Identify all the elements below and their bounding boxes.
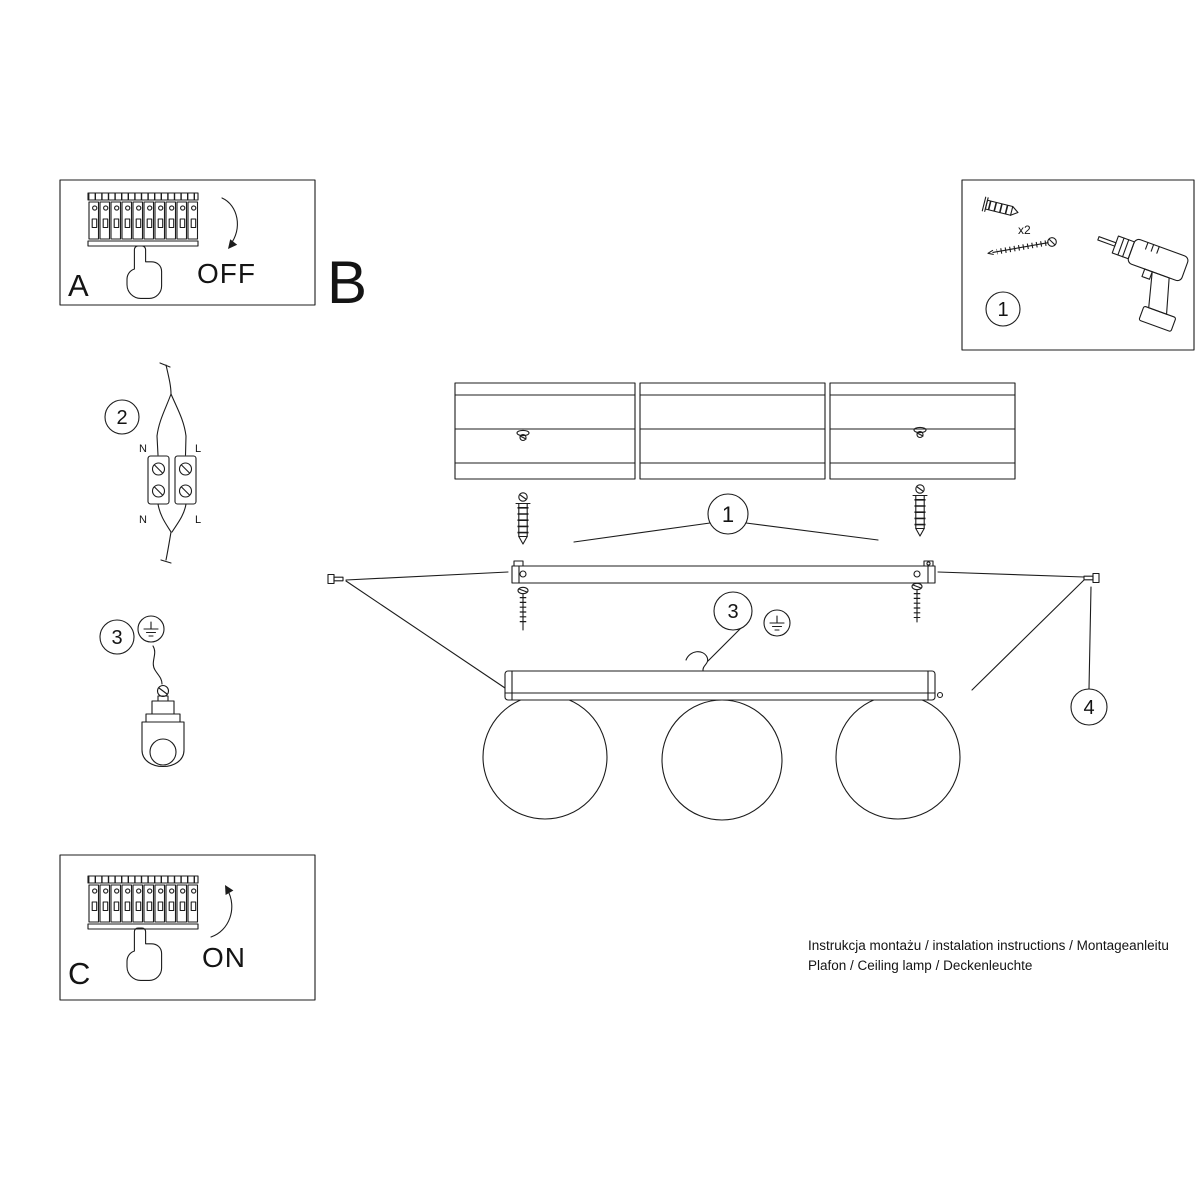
pointing-hand-icon-c [126, 927, 163, 981]
lamp-body [504, 670, 944, 701]
bracket-screw-left [517, 586, 529, 631]
side-bolt-right [1083, 572, 1100, 584]
power-on-label: ON [202, 942, 246, 973]
lamp-globe-2 [661, 699, 783, 821]
wiring-step: 2 N L N L [104, 362, 201, 564]
footer: Instrukcja montażu / instalation instruc… [808, 938, 1169, 973]
callout-3-pointer [707, 627, 742, 662]
panel-hole-right [913, 426, 927, 439]
pointing-hand-icon [126, 245, 163, 299]
panel-a-border [59, 179, 316, 306]
wire-merge-illustration [157, 503, 187, 564]
side-bolt-right-line-upper [937, 571, 1085, 578]
breaker-panel-illustration [88, 193, 198, 246]
callout-2-circle [104, 399, 140, 435]
callout-1-pointer-right [745, 522, 879, 541]
earth-symbol-main-icon [763, 609, 791, 637]
panel-c-label: C [68, 956, 90, 991]
panel-c-box: C ON [59, 854, 316, 1001]
callout-3-circle [99, 619, 135, 655]
panel-hole-left [516, 429, 530, 442]
off-arrow-icon [221, 197, 238, 246]
breaker-panel-illustration-c [88, 876, 198, 929]
ground-step: 3 [99, 615, 185, 768]
bracket-screw-right [911, 582, 923, 623]
wire-label-n-bottom: N [139, 514, 147, 526]
section-b-label: B [327, 249, 367, 316]
callout-1-label: 1 [722, 502, 734, 527]
callout-1-tools-label: 1 [997, 299, 1008, 321]
side-bolt-right-line-lower [971, 579, 1085, 691]
ground-wire-main [685, 651, 709, 672]
wire-split-illustration [156, 362, 187, 456]
panel-a-box: A OFF [59, 179, 316, 306]
callout-2-label: 2 [116, 407, 127, 429]
tools-box: x2 1 [961, 179, 1195, 351]
side-bolt-left-line-upper [345, 571, 509, 581]
wall-anchor-left [515, 492, 531, 545]
callout-3-label: 3 [111, 627, 122, 649]
screw-icon [987, 237, 1057, 255]
callout-4-pointer [1088, 586, 1092, 690]
wire-label-n-top: N [139, 443, 147, 455]
panel-a-label: A [68, 268, 89, 303]
drill-icon [1097, 235, 1189, 332]
wall-plug-icon [981, 196, 1019, 216]
footer-line-2: Plafon / Ceiling lamp / Deckenleuchte [808, 958, 1032, 973]
terminal-block-illustration [147, 455, 197, 505]
wire-label-l-bottom: L [195, 514, 201, 526]
lamp-globe-1 [482, 694, 608, 820]
side-bolt-left-line-lower [345, 580, 506, 689]
side-bolt-left [327, 573, 344, 585]
assembly-diagram: 1 [327, 382, 1108, 821]
on-arrow-icon [210, 888, 233, 938]
callout-1-tools-circle [985, 291, 1021, 327]
wall-anchor-right [912, 484, 928, 537]
wire-label-l-top: L [195, 443, 201, 455]
ceiling-panel [454, 382, 1016, 480]
mounting-bracket [511, 560, 936, 584]
ground-clamp-illustration [141, 684, 185, 768]
power-off-label: OFF [197, 258, 256, 289]
on-arrow-head [225, 885, 234, 895]
callout-4-label: 4 [1083, 697, 1094, 719]
callout-4-circle [1070, 688, 1108, 726]
panel-c-border [59, 854, 316, 1001]
earth-symbol-icon [137, 615, 165, 643]
ground-wire-step [152, 645, 163, 685]
anchor-quantity: x2 [1018, 223, 1031, 237]
lamp-globe-3 [835, 694, 961, 820]
off-arrow-head [228, 239, 238, 249]
callout-1-pointer-left [573, 522, 711, 543]
callout-3-main-label: 3 [727, 601, 738, 623]
callout-3-main-circle [713, 591, 753, 631]
footer-line-1: Instrukcja montażu / instalation instruc… [808, 938, 1169, 953]
tools-box-border [961, 179, 1195, 351]
callout-1-circle [707, 493, 749, 535]
